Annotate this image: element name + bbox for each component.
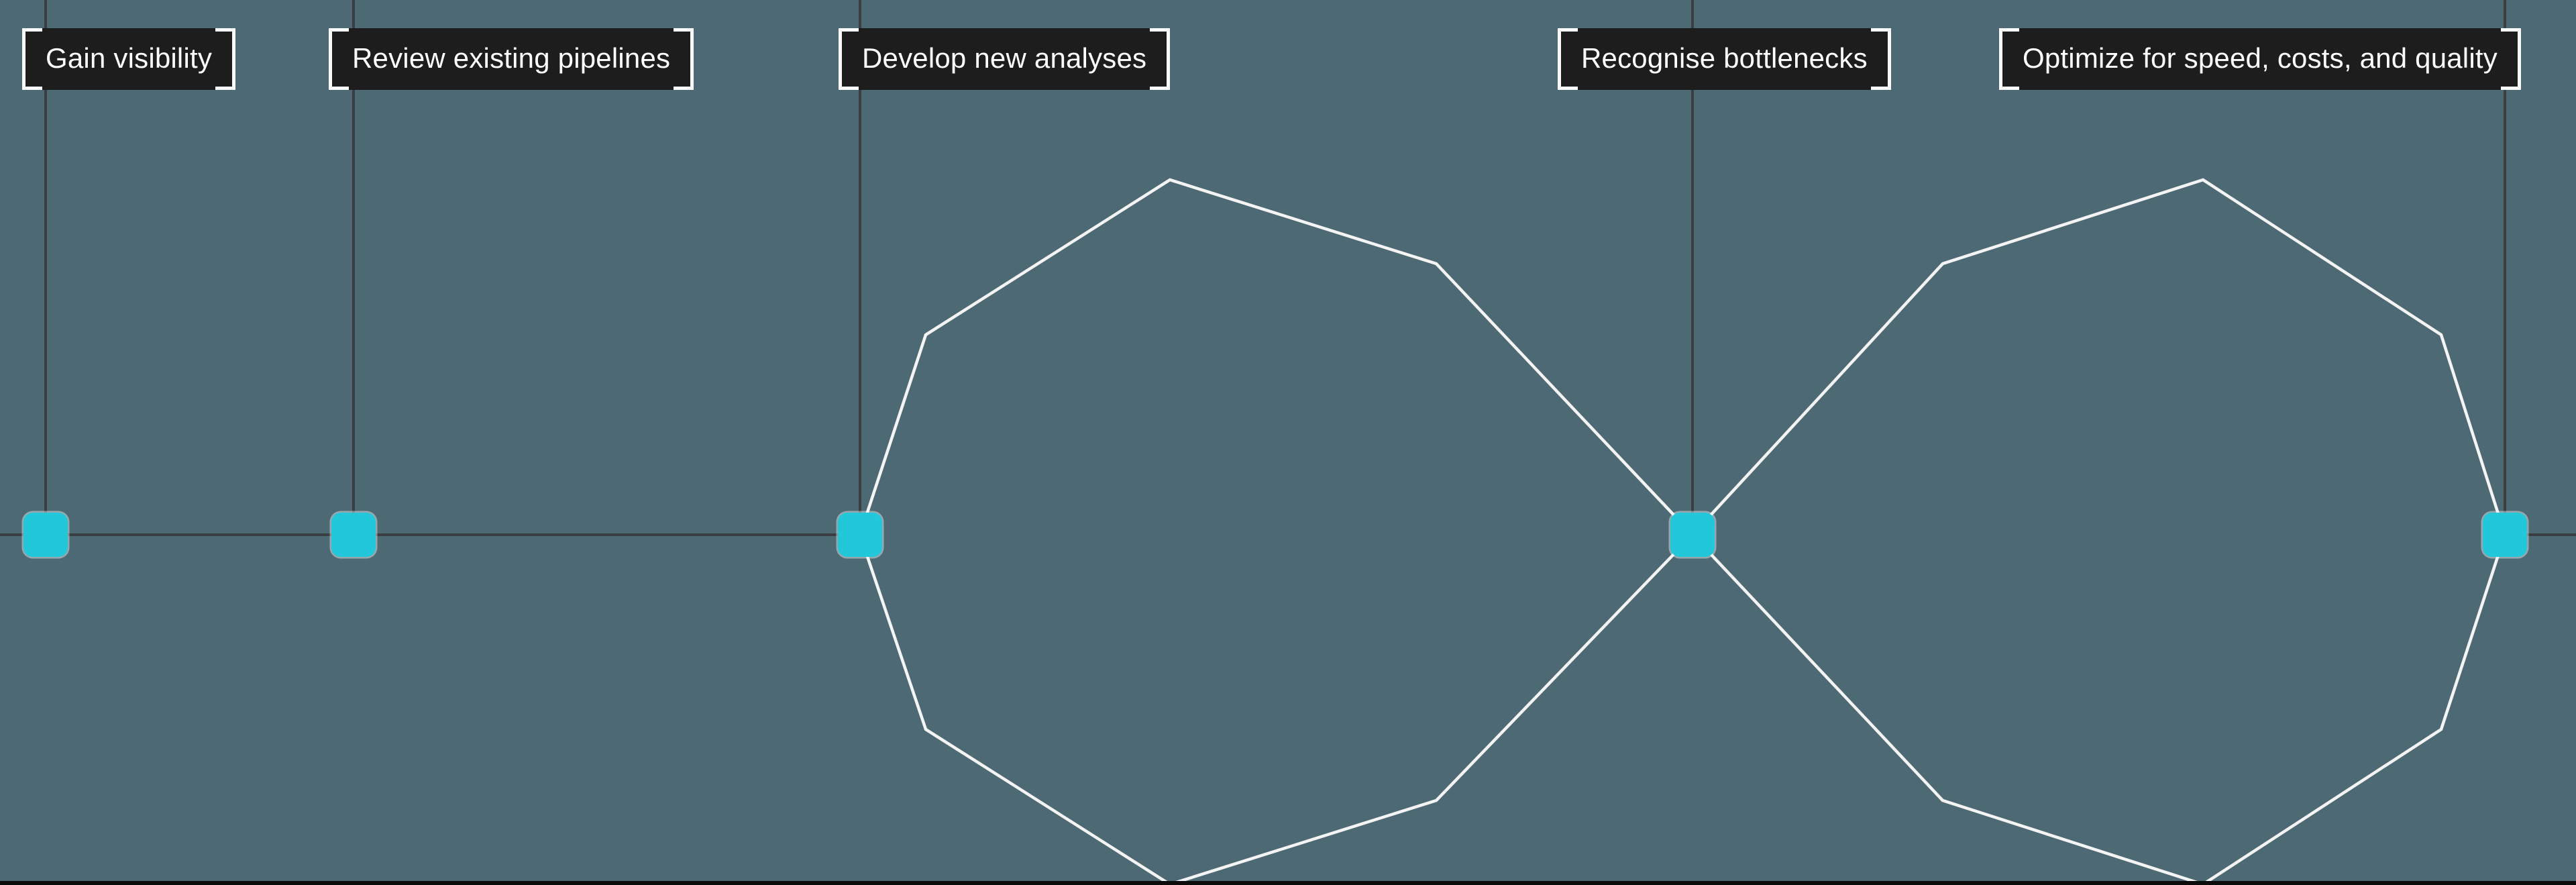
timeline-node-recognise-bottlenecks[interactable] xyxy=(1670,513,1715,557)
timeline-node-develop-analyses[interactable] xyxy=(838,513,882,557)
step-label-gain-visibility[interactable]: Gain visibility xyxy=(22,28,236,90)
timeline-node-review-pipelines[interactable] xyxy=(331,513,376,557)
timeline-node-optimize[interactable] xyxy=(2483,513,2527,557)
timeline-node-gain-visibility[interactable] xyxy=(23,513,68,557)
step-label-optimize[interactable]: Optimize for speed, costs, and quality xyxy=(1999,28,2521,90)
step-label-review-pipelines[interactable]: Review existing pipelines xyxy=(329,28,694,90)
loop-polygon-2 xyxy=(1690,178,2507,885)
bottom-bar xyxy=(0,881,2576,885)
step-label-recognise-bottlenecks[interactable]: Recognise bottlenecks xyxy=(1558,28,1891,90)
loop-polygon-1 xyxy=(858,178,1695,885)
step-label-develop-analyses[interactable]: Develop new analyses xyxy=(839,28,1171,90)
